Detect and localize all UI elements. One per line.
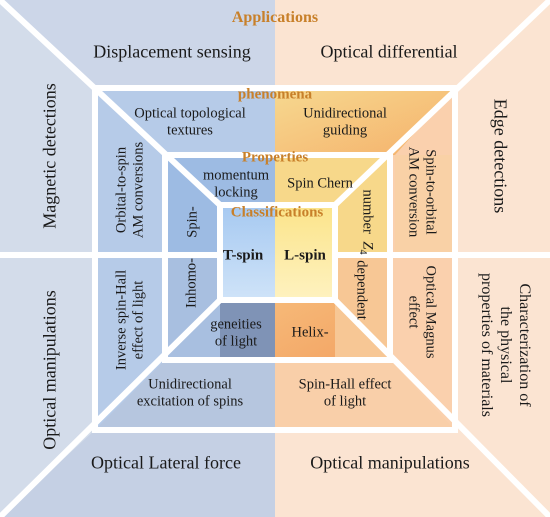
core-right (275, 205, 335, 300)
phen-spin-hall-effect-line1: Spin-Hall effect (298, 376, 392, 393)
diag-bl (0, 297, 223, 517)
prop-inhomo: Inhomo- (183, 258, 200, 308)
prop-spin-chern: Spin Chern (287, 175, 353, 192)
app-displacement-sensing: Displacement sensing (93, 41, 251, 62)
phen-bottom-left-slate (95, 360, 275, 430)
phen-inverse-spin-hall-line2: effect of light (130, 280, 146, 360)
class-l-spin: L-spin (284, 247, 326, 264)
phen-spin-to-orbital-line2: AM conversion (406, 146, 422, 238)
app-edge-detections: Edge detections (490, 98, 511, 214)
phen-unidirectional-excitation: Unidirectional excitation of spins (137, 376, 243, 409)
diag-tr (332, 0, 550, 208)
app-characterization-line2: the physical (496, 306, 514, 384)
prop-spin: Spin- (184, 206, 201, 238)
phen-unidirectional-excitation-line1: Unidirectional (148, 376, 232, 393)
diag-tl (0, 0, 223, 208)
app-optical-manipulations-left: Optical manipulations (39, 290, 60, 450)
phen-optical-topological-textures-line1: Optical topological (134, 105, 246, 122)
phen-frame (92, 85, 458, 433)
phen-optical-magnus-line1: Optical Magnus (422, 265, 439, 359)
app-optical-manipulations-right: Optical manipulations (310, 452, 470, 473)
phen-inverse-spin-hall: Inverse spin-Hall effect of light (113, 270, 146, 370)
app-magnetic-detections: Magnetic detections (39, 83, 60, 229)
phen-orbital-to-spin-line1: Orbital-to-spin (113, 146, 130, 234)
properties-header: Properties (241, 149, 309, 166)
phen-bottom-right-orange (275, 360, 455, 430)
core-left (220, 205, 275, 300)
phen-optical-magnus-line2: effect (406, 295, 422, 329)
phen-top-right-yellow (275, 88, 455, 155)
prop-helix: Helix- (291, 324, 329, 341)
phen-unidirectional-excitation-line2: excitation of spins (136, 393, 244, 409)
class-t-spin: T-spin (222, 247, 264, 264)
prop-number-text: number (359, 189, 376, 234)
app-optical-differential: Optical differential (320, 41, 458, 62)
phen-spin-hall-effect-line2: of light (323, 393, 367, 409)
app-optical-lateral-force: Optical Lateral force (91, 452, 241, 473)
prop-geneities-line1: geneities (210, 316, 262, 333)
prop-geneities-line2: of light (214, 333, 258, 349)
prop-momentum-locking-line1: momentum (202, 167, 270, 184)
phenomena-header: phenomena (237, 86, 313, 103)
phen-orbital-to-spin-line2: AM conversions (130, 141, 146, 239)
prop-z4-symbol: Z (359, 241, 376, 250)
prop-momentum-locking: momentum locking (203, 167, 269, 200)
phen-optical-topological-textures-line2: textures (167, 122, 213, 138)
prop-dependent: dependent (353, 260, 370, 320)
phen-optical-topological-textures: Optical topological textures (134, 105, 246, 138)
phen-unidirectional-guiding: Unidirectional guiding (303, 105, 387, 138)
app-characterization-line1: Characterization of (515, 283, 533, 407)
classification-core (220, 205, 335, 300)
phen-spin-to-orbital: Spin-to-orbital AM conversion (405, 146, 439, 238)
phen-optical-magnus: Optical Magnus effect (405, 265, 439, 359)
phen-spin-to-orbital-line1: Spin-to-orbital (422, 149, 439, 235)
phen-unidirectional-guiding-line1: Unidirectional (303, 105, 387, 122)
phen-inverse-spin-hall-line1: Inverse spin-Hall (113, 269, 130, 371)
phen-unidirectional-guiding-line2: guiding (322, 122, 368, 138)
phen-spin-hall-effect: Spin-Hall effect of light (299, 376, 392, 409)
classifications-header: Classifications (230, 204, 324, 221)
diag-br (332, 297, 550, 517)
phen-orbital-to-spin: Orbital-to-spin AM conversions (113, 142, 146, 238)
app-characterization-line3: properties of materials (477, 273, 495, 417)
prop-geneities-of-light: geneities of light (210, 316, 262, 349)
prop-momentum-locking-line2: locking (214, 184, 258, 200)
prop-z4-subscript: 4 (356, 249, 368, 255)
app-characterization: Characterization of the physical propert… (476, 273, 534, 417)
phen-right-strip (395, 155, 455, 255)
applications-header: Applications (231, 8, 319, 26)
outer-bottom-left-trapezoid (0, 430, 275, 517)
outer-top-left-trapezoid (0, 0, 275, 88)
prop-number: number Z4 (356, 189, 376, 255)
